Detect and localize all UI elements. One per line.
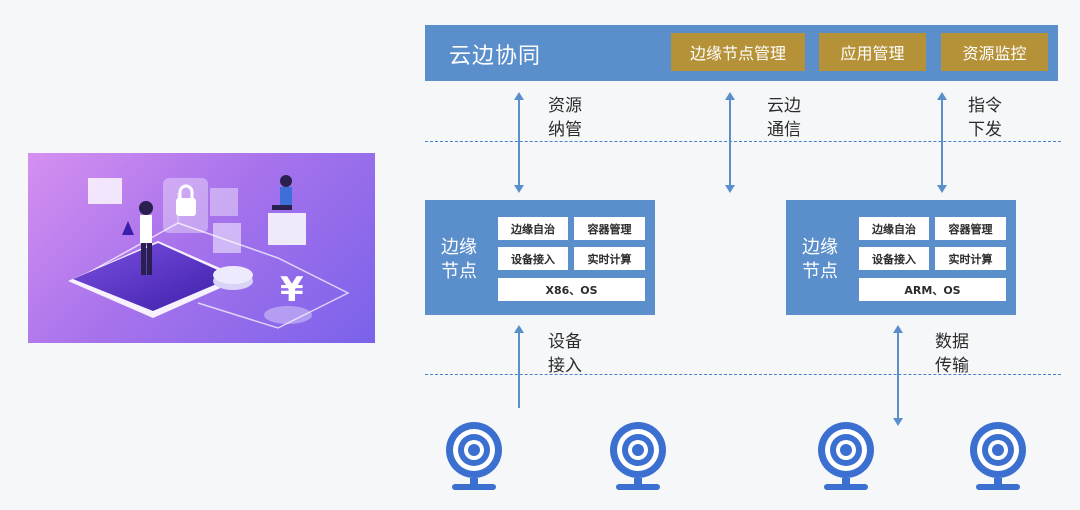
edge-node-title: 边缘 节点 [802, 236, 842, 284]
label-line: 接入 [548, 356, 582, 376]
label-line: 指令 [968, 96, 1002, 116]
webcam-icon [610, 422, 666, 490]
label-line: 下发 [968, 120, 1002, 140]
label-line: 数据 [935, 332, 969, 352]
svg-text:¥: ¥ [280, 270, 304, 310]
arrow-down-icon [725, 185, 735, 193]
edge-computing-illustration: ¥ [28, 153, 375, 343]
node-title-line: 边缘 [802, 237, 838, 258]
cell-realtime-compute: 实时计算 [935, 247, 1006, 270]
connector-resource-line [518, 99, 520, 185]
label-line: 通信 [767, 120, 801, 140]
webcam-icon [970, 422, 1026, 490]
app-management-button[interactable]: 应用管理 [819, 33, 926, 71]
node-title-line: 边缘 [441, 237, 477, 258]
label-line: 资源 [548, 96, 582, 116]
cloud-title: 云边协同 [449, 44, 542, 69]
arrow-up-icon [514, 325, 524, 333]
resource-monitoring-button[interactable]: 资源监控 [941, 33, 1048, 71]
cell-device-access: 设备接入 [859, 247, 929, 270]
label-device-access: 设备 接入 [548, 330, 588, 378]
cell-container-mgmt: 容器管理 [574, 217, 645, 240]
node-title-line: 节点 [802, 261, 838, 282]
connector-comm-line [729, 99, 731, 185]
arrow-up-icon [514, 92, 524, 100]
cell-platform-arm: ARM、OS [859, 278, 1006, 301]
webcam-icon [818, 422, 874, 490]
label-line: 纳管 [548, 120, 582, 140]
arrow-up-icon [937, 92, 947, 100]
connector-command-line [941, 99, 943, 185]
webcam-icon [446, 422, 502, 490]
label-line: 传输 [935, 356, 969, 376]
cell-device-access: 设备接入 [498, 247, 568, 270]
cell-edge-autonomy: 边缘自治 [859, 217, 929, 240]
separator-line-upper [425, 141, 1061, 142]
cell-edge-autonomy: 边缘自治 [498, 217, 568, 240]
connector-device-line [518, 332, 520, 408]
arrow-down-icon [514, 185, 524, 193]
cell-realtime-compute: 实时计算 [574, 247, 645, 270]
separator-line-lower [425, 374, 1061, 375]
edge-node-title: 边缘 节点 [441, 236, 481, 284]
label-line: 云边 [767, 96, 801, 116]
arrow-down-icon [937, 185, 947, 193]
edge-node-management-button[interactable]: 边缘节点管理 [671, 33, 805, 71]
connector-data-line [897, 332, 899, 418]
cell-platform-x86: X86、OS [498, 278, 645, 301]
cell-container-mgmt: 容器管理 [935, 217, 1006, 240]
label-line: 设备 [548, 332, 582, 352]
label-data-transfer: 数据 传输 [935, 330, 975, 378]
arrow-down-icon [893, 418, 903, 426]
label-cloud-edge-comm: 云边 通信 [767, 94, 807, 142]
label-resource-mgmt: 资源 纳管 [548, 94, 588, 142]
node-title-line: 节点 [441, 261, 477, 282]
label-command-dispatch: 指令 下发 [968, 94, 1008, 142]
arrow-up-icon [893, 325, 903, 333]
arrow-up-icon [725, 92, 735, 100]
